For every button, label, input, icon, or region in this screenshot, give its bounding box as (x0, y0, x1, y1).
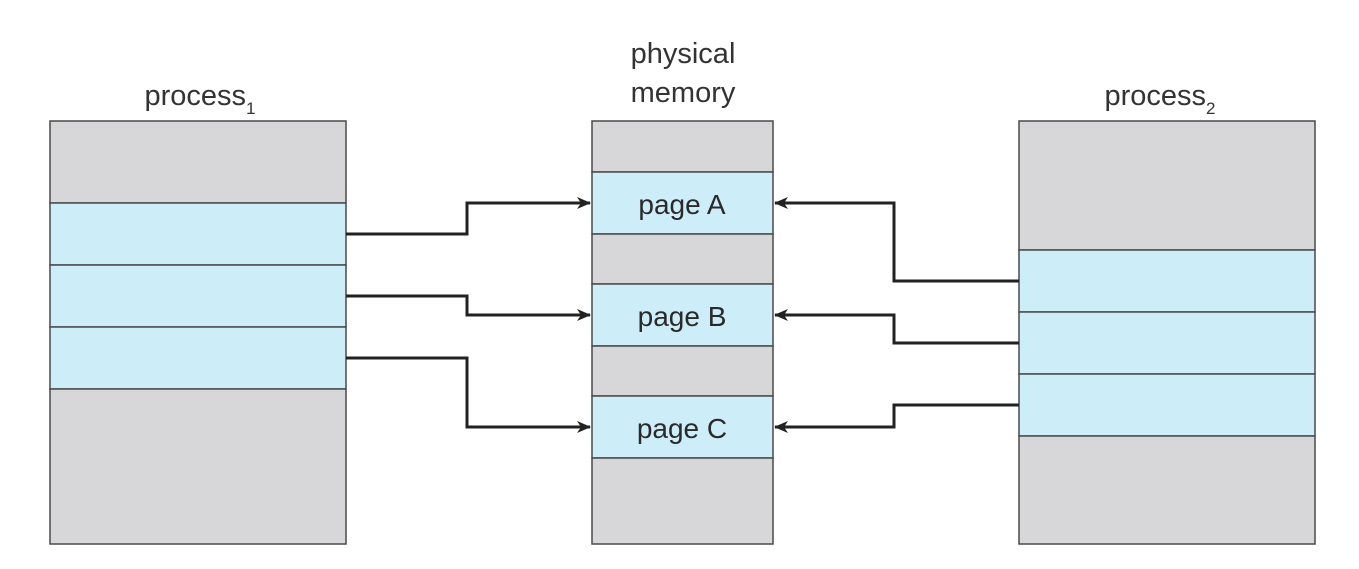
physical-free-block (591, 120, 774, 173)
process2-page-block (1018, 311, 1316, 375)
arrow-process1-to-page-b (346, 294, 591, 321)
physical-page-a-block (591, 171, 774, 235)
process1-page-block (49, 264, 347, 328)
process1-page-block (49, 202, 347, 266)
physical-memory-title-line2: memory (631, 77, 736, 109)
arrow-process1-to-page-c (346, 356, 591, 433)
physical-page-c-block (591, 395, 774, 459)
physical-memory: page A page B page C (591, 120, 774, 545)
physical-free-block (591, 345, 774, 397)
physical-memory-title: physical (631, 38, 736, 70)
process1-free-block (49, 120, 347, 204)
process1-memory (49, 120, 347, 545)
process1-mappings (346, 197, 591, 433)
process2-mappings (774, 197, 1019, 433)
arrow-process1-to-page-a (346, 197, 591, 236)
process2-memory (1018, 120, 1316, 545)
page-b-label: page B (638, 301, 727, 332)
physical-free-block (591, 233, 774, 285)
process2-page-block (1018, 249, 1316, 313)
process2-page-block (1018, 373, 1316, 437)
process2-title: process2 (1104, 80, 1215, 118)
process1-free-block (49, 388, 347, 545)
page-c-label: page C (637, 413, 727, 444)
process2-free-block (1018, 120, 1316, 251)
physical-free-block (591, 457, 774, 545)
arrow-process2-to-page-c (774, 403, 1019, 433)
process1-page-block (49, 326, 347, 390)
process2-free-block (1018, 435, 1316, 545)
arrow-process2-to-page-b (774, 309, 1019, 345)
arrow-process2-to-page-a (774, 197, 1019, 283)
page-a-label: page A (638, 189, 726, 220)
physical-page-b-block (591, 283, 774, 347)
process1-title: process1 (144, 80, 255, 118)
